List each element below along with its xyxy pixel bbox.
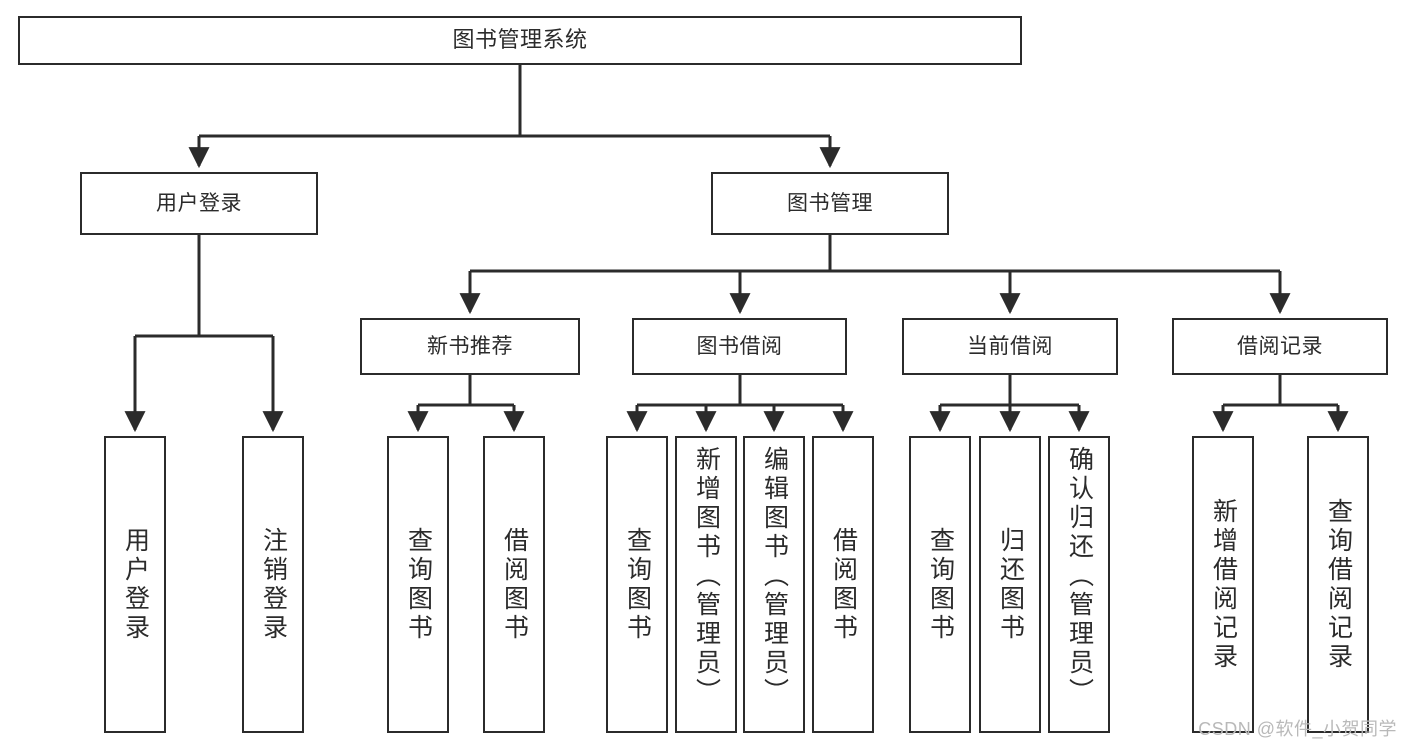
node-book-management-label: 图书管理 — [787, 191, 873, 215]
node-user-login-label: 用户登录 — [156, 191, 242, 215]
leaf-record-query-record-label: 查询借阅记录 — [1324, 497, 1353, 672]
node-book-borrow[interactable]: 图书借阅 — [632, 318, 847, 375]
leaf-recommend-borrow-book-label: 借阅图书 — [500, 526, 529, 643]
leaf-borrow-add-book-label: 新增图书（管理员） — [692, 446, 721, 707]
node-borrow-record[interactable]: 借阅记录 — [1172, 318, 1388, 375]
leaf-current-confirm-return-label: 确认归还（管理员） — [1065, 446, 1094, 707]
leaf-user-login-login-label: 用户登录 — [121, 526, 150, 643]
leaf-borrow-borrow-book-label: 借阅图书 — [829, 526, 858, 643]
leaf-borrow-add-book[interactable]: 新增图书（管理员） — [675, 436, 737, 733]
leaf-current-return-book-label: 归还图书 — [996, 526, 1025, 643]
watermark: CSDN @软件_小贺同学 — [1198, 719, 1397, 739]
leaf-user-login-logout[interactable]: 注销登录 — [242, 436, 304, 733]
node-new-book-recommend-label: 新书推荐 — [427, 334, 513, 358]
leaf-user-login-logout-label: 注销登录 — [259, 526, 288, 643]
leaf-user-login-login[interactable]: 用户登录 — [104, 436, 166, 733]
leaf-recommend-query-book-label: 查询图书 — [404, 526, 433, 643]
leaf-current-confirm-return[interactable]: 确认归还（管理员） — [1048, 436, 1110, 733]
leaf-current-query-book[interactable]: 查询图书 — [909, 436, 971, 733]
node-user-login[interactable]: 用户登录 — [80, 172, 318, 235]
node-book-management[interactable]: 图书管理 — [711, 172, 949, 235]
leaf-borrow-edit-book-label: 编辑图书（管理员） — [760, 446, 789, 707]
node-borrow-record-label: 借阅记录 — [1237, 334, 1323, 358]
leaf-record-add-record[interactable]: 新增借阅记录 — [1192, 436, 1254, 733]
leaf-borrow-query-book[interactable]: 查询图书 — [606, 436, 668, 733]
node-current-borrow-label: 当前借阅 — [967, 334, 1053, 358]
leaf-recommend-borrow-book[interactable]: 借阅图书 — [483, 436, 545, 733]
node-new-book-recommend[interactable]: 新书推荐 — [360, 318, 580, 375]
leaf-current-query-book-label: 查询图书 — [926, 526, 955, 643]
leaf-current-return-book[interactable]: 归还图书 — [979, 436, 1041, 733]
node-book-borrow-label: 图书借阅 — [696, 334, 783, 358]
node-root[interactable]: 图书管理系统 — [18, 16, 1022, 65]
leaf-recommend-query-book[interactable]: 查询图书 — [387, 436, 449, 733]
leaf-record-add-record-label: 新增借阅记录 — [1209, 497, 1238, 672]
leaf-record-query-record[interactable]: 查询借阅记录 — [1307, 436, 1369, 733]
leaf-borrow-borrow-book[interactable]: 借阅图书 — [812, 436, 874, 733]
leaf-borrow-query-book-label: 查询图书 — [623, 526, 652, 643]
node-current-borrow[interactable]: 当前借阅 — [902, 318, 1118, 375]
leaf-borrow-edit-book[interactable]: 编辑图书（管理员） — [743, 436, 805, 733]
node-root-label: 图书管理系统 — [452, 27, 588, 53]
